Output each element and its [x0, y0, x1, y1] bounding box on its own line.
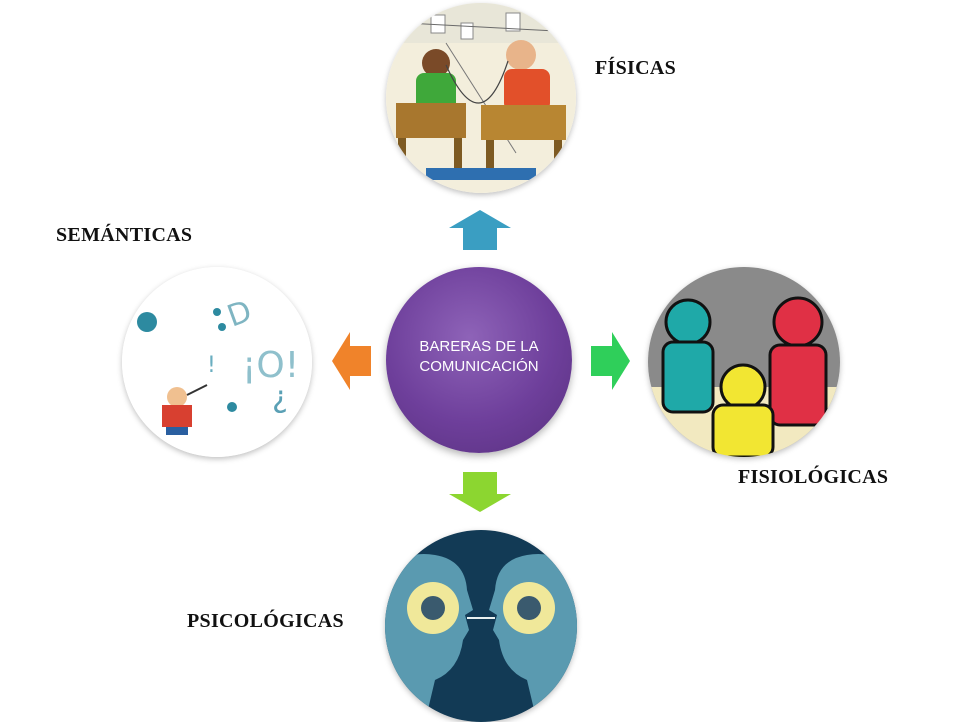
- fisiologicas-label: FISIOLÓGICAS: [738, 466, 889, 488]
- fisiologicas-image: [648, 267, 840, 457]
- arrow-up-icon: [449, 210, 511, 250]
- arrow-left-icon: [332, 332, 371, 390]
- center-label-line1: BARERAS DE LA: [419, 338, 539, 355]
- semanticas-label: SEMÁNTICAS: [56, 224, 193, 246]
- psicologicas-image: [385, 530, 577, 722]
- center-label-line2: COMUNICACIÓN: [419, 358, 539, 375]
- center-circle: BARERAS DE LA COMUNICACIÓN: [386, 267, 572, 453]
- svg-text:¡O!: ¡O!: [242, 345, 299, 386]
- svg-text:¿: ¿: [272, 380, 288, 415]
- fisicas-image: [386, 3, 576, 193]
- center-label: BARERAS DE LA COMUNICACIÓN: [386, 337, 572, 377]
- arrow-right-icon: [591, 332, 630, 390]
- fisicas-label: FÍSICAS: [595, 57, 677, 79]
- svg-text:!: !: [207, 353, 216, 378]
- arrow-down-icon: [449, 472, 511, 512]
- semanticas-image: D ¡O! ¿ !: [122, 267, 312, 457]
- psicologicas-label: PSICOLÓGICAS: [187, 610, 344, 632]
